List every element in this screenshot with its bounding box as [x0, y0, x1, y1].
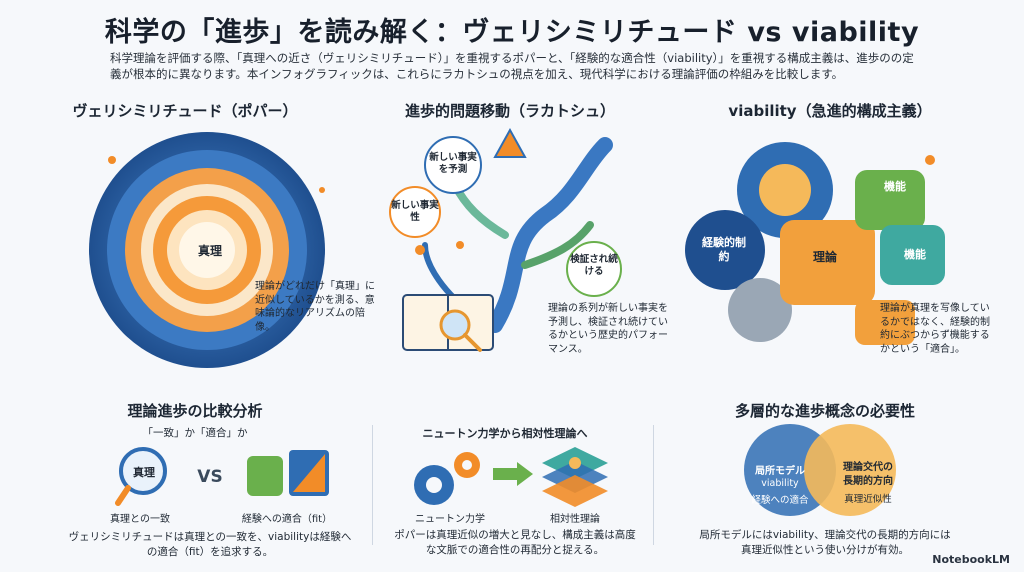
brand-label: NotebookLM: [932, 553, 1010, 566]
truth-agreement-label: 真理との一致: [110, 514, 170, 525]
arrow-right-icon: [493, 462, 533, 486]
lakatos-heading: 進歩的問題移動（ラカトシュ）: [404, 102, 615, 120]
relativity-label: 相対性理論: [550, 514, 600, 525]
venn-left-sub2: 経験への適合: [751, 495, 809, 506]
multi-heading: 多層的な進歩概念の必要性: [734, 402, 915, 420]
relativity-layers-icon: [542, 447, 608, 507]
magnifier-truth-label: 真理: [133, 466, 155, 479]
puzzle-theory: [780, 220, 875, 305]
target-core: [179, 222, 235, 278]
magnifier-icon: [439, 309, 471, 341]
puzzle-function-2: [880, 225, 945, 285]
newton-gears-icon: [414, 452, 480, 505]
triangle-icon: [493, 127, 527, 158]
gear-gray: [728, 278, 792, 342]
gear-theory-label: 理論: [812, 250, 837, 264]
lakatos-caption: 理論の系列が新しい事実を予測し、検証され続けているかという歴史的パフォーマンス。: [548, 303, 668, 355]
viability-heading: viability（急進的構成主義）: [728, 102, 932, 120]
compare-heading: 理論進歩の比較分析: [127, 402, 263, 420]
empirical-fit-label: 経験への適合（fit）: [241, 514, 333, 525]
puzzle-function-1: [855, 170, 925, 230]
bubble-verified: [566, 241, 622, 297]
magnifier-truth-icon: [115, 447, 167, 506]
divider-right: [653, 425, 654, 545]
bubble-predict-label: 新しい事実を予測: [429, 152, 477, 175]
bubble-novel: [389, 186, 441, 238]
venn-left-sub1: viability: [761, 478, 799, 489]
venn-right-title2: 長期的方向: [843, 476, 893, 487]
bubble-verified-label: 検証され続ける: [570, 254, 618, 277]
newton-label: ニュートン力学: [415, 514, 485, 525]
newton-text: ポパーは真理近似の増大と見なし、構成主義は高度な文脈での適合性の再配分と捉える。: [394, 529, 636, 556]
compare-sub: 「一致」か「適合」か: [142, 427, 248, 439]
puzzle-fit-icon: [247, 450, 329, 496]
gear-puzzle-illustration: [685, 142, 945, 345]
gear-empirical: [685, 210, 765, 290]
venn-left-title: 局所モデル: [755, 466, 805, 477]
gear-empirical-label: 経験的制約: [702, 236, 746, 263]
popper-caption: 理論がどれだけ「真理」に近似しているかを測る、意味論的なリアリズムの陪像。: [255, 281, 375, 333]
venn-right-title1: 理論交代の: [843, 462, 893, 473]
gear-function1-label: 機能: [884, 180, 906, 193]
gear-function2-label: 機能: [904, 248, 926, 261]
verisimilitude-target-illustration: [89, 132, 325, 368]
popper-heading: ヴェリシミリチュード（ポパー）: [72, 102, 298, 120]
multi-text: 局所モデルにはviability、理論交代の長期的方向には真理近似性という使い分…: [699, 529, 951, 556]
venn-diagram: [744, 424, 896, 516]
page-title: 科学の「進歩」を読み解く：ヴェリシミリチュード vs viability: [104, 17, 920, 48]
bubble-predict: [424, 136, 482, 194]
compare-text: ヴェリシミリチュードは真理との一致を、viabilityは経験への適合（fit）…: [68, 531, 352, 558]
research-program-tree-illustration: [402, 127, 613, 352]
viability-caption: 理論が真理を写像しているかではなく、経験的制約にぶつからず機能するかという「適合…: [880, 303, 990, 355]
truth-center-label: 真理: [197, 244, 222, 258]
page-subtitle: 科学理論を評価する際、「真理への近さ（ヴェリシミリチュード）」を重視するポパーと…: [110, 51, 914, 81]
venn-right-sub: 真理近似性: [844, 494, 892, 505]
divider-left: [372, 425, 373, 545]
bubble-novel-label: 新しい事実性: [391, 200, 439, 223]
newton-heading: ニュートン力学から相対性理論へ: [422, 427, 588, 440]
vs-label: VS: [197, 467, 223, 487]
program-branch: [487, 137, 613, 333]
